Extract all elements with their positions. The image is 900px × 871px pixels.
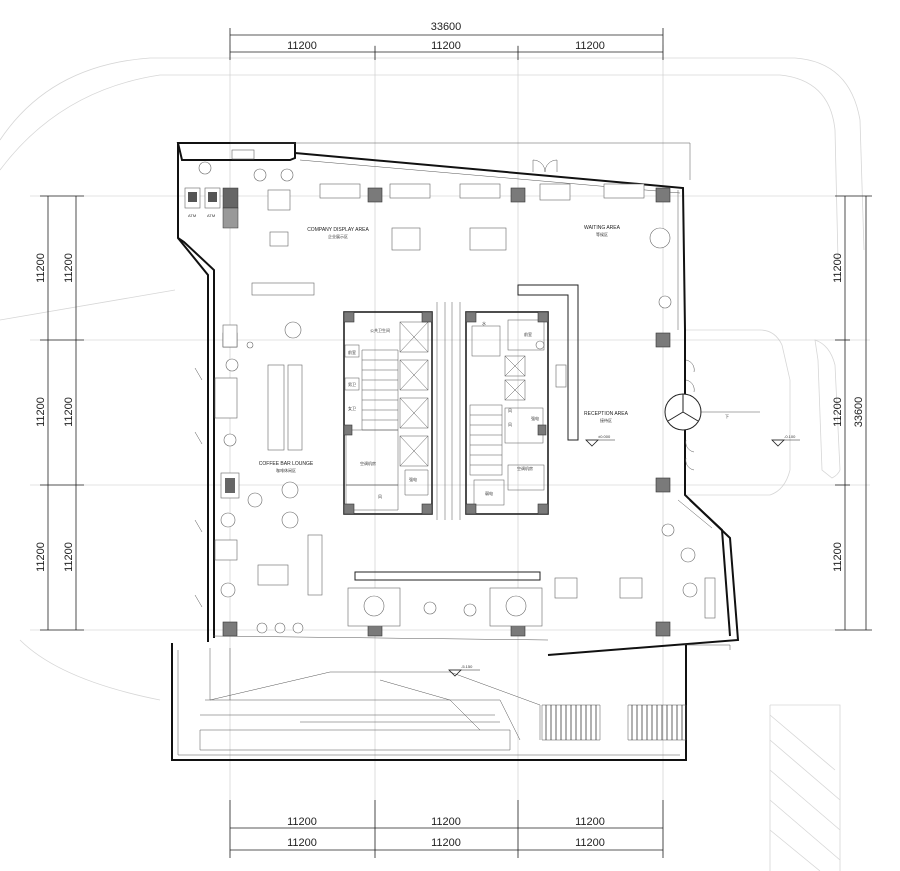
reception-counter bbox=[517, 284, 579, 441]
left-dimension-chain bbox=[40, 195, 84, 631]
core-left-room-6: 风 bbox=[378, 494, 382, 499]
core-left-room-1: 公共卫生间 bbox=[370, 327, 390, 333]
bottom-dimension-upper-1: 11200 bbox=[287, 816, 317, 828]
core-left-room-3: 男卫 bbox=[348, 382, 356, 387]
stair-treads bbox=[541, 704, 687, 741]
top-dimension-1: 11200 bbox=[287, 40, 317, 52]
level-markers bbox=[448, 439, 800, 677]
display-area-furniture bbox=[198, 161, 672, 309]
core-right-room-5: 弱电 bbox=[485, 490, 493, 496]
entry-arrow-label: 下 bbox=[725, 414, 729, 419]
core-right-room-1: 水 bbox=[482, 320, 486, 326]
coffee-lounge-label: COFFEE BAR LOUNGE bbox=[259, 461, 314, 467]
core-right-room-6: 风 bbox=[508, 422, 512, 427]
core-right-room-7: 强电 bbox=[531, 415, 539, 421]
left-dimension-outer-2: 11200 bbox=[35, 397, 47, 427]
level-main: ±0.000 bbox=[598, 434, 611, 439]
right-dimension-2: 11200 bbox=[832, 397, 844, 427]
bottom-feature-wall bbox=[347, 571, 543, 627]
bottom-dimension-lower-3: 11200 bbox=[575, 837, 605, 849]
top-entrance-door bbox=[532, 159, 558, 173]
corridor-lines bbox=[436, 302, 461, 520]
reception-lounge-furniture bbox=[554, 523, 716, 619]
core-right-room-4: 风 bbox=[508, 408, 512, 413]
building-outline bbox=[176, 142, 740, 656]
level-entrance: -0.100 bbox=[784, 434, 796, 439]
core-left-room-5: 空调机房 bbox=[360, 460, 376, 466]
reception-area-label-cn: 接待区 bbox=[600, 417, 612, 423]
bottom-dimension-lower-1: 11200 bbox=[287, 837, 317, 849]
core-right bbox=[465, 311, 549, 515]
bottom-dimension-lower-2: 11200 bbox=[431, 837, 461, 849]
core-left-room-2: 前室 bbox=[348, 349, 356, 355]
left-dimension-inner-2: 11200 bbox=[63, 397, 75, 427]
waiting-area-label: WAITING AREA bbox=[584, 225, 621, 231]
company-display-label: COMPANY DISPLAY AREA bbox=[307, 227, 369, 233]
top-dimension-3: 11200 bbox=[575, 40, 605, 52]
core-left-room-7: 强电 bbox=[409, 476, 417, 482]
coffee-lounge-furniture bbox=[194, 321, 323, 634]
waiting-area-label-cn: 等候区 bbox=[596, 231, 608, 237]
core-right-room-2: 前室 bbox=[524, 331, 532, 337]
right-dimension-chain bbox=[835, 195, 872, 631]
top-dimension-chain bbox=[229, 28, 664, 60]
top-total-dimension: 33600 bbox=[431, 21, 462, 33]
left-dimension-inner-1: 11200 bbox=[63, 253, 75, 283]
left-dimension-outer-3: 11200 bbox=[35, 542, 47, 572]
bottom-dimension-upper-2: 11200 bbox=[431, 816, 461, 828]
reception-area-label: RECEPTION AREA bbox=[584, 411, 629, 417]
level-lower: -5.150 bbox=[461, 664, 473, 669]
core-left bbox=[343, 311, 433, 515]
coffee-lounge-label-cn: 咖啡休闲区 bbox=[276, 467, 296, 473]
left-dimension-outer-1: 11200 bbox=[35, 253, 47, 283]
atm-label-2: ATM bbox=[207, 213, 215, 218]
core-right-room-3: 空调机房 bbox=[517, 465, 533, 471]
right-total-dimension: 33600 bbox=[853, 397, 865, 428]
top-dimension-2: 11200 bbox=[431, 40, 461, 52]
site-context-lines bbox=[0, 57, 865, 871]
company-display-label-cn: 企业展示区 bbox=[328, 233, 348, 239]
bottom-dimension-chain bbox=[229, 800, 664, 858]
revolving-door bbox=[664, 359, 760, 471]
bottom-dimension-upper-3: 11200 bbox=[575, 816, 605, 828]
atm-area bbox=[184, 149, 255, 229]
right-dimension-3: 11200 bbox=[832, 542, 844, 572]
right-dimension-1: 11200 bbox=[832, 253, 844, 283]
left-dimension-inner-3: 11200 bbox=[63, 542, 75, 572]
lower-podium-ramp bbox=[171, 643, 687, 761]
core-left-room-4: 女卫 bbox=[348, 405, 356, 411]
atm-label-1: ATM bbox=[188, 213, 196, 218]
